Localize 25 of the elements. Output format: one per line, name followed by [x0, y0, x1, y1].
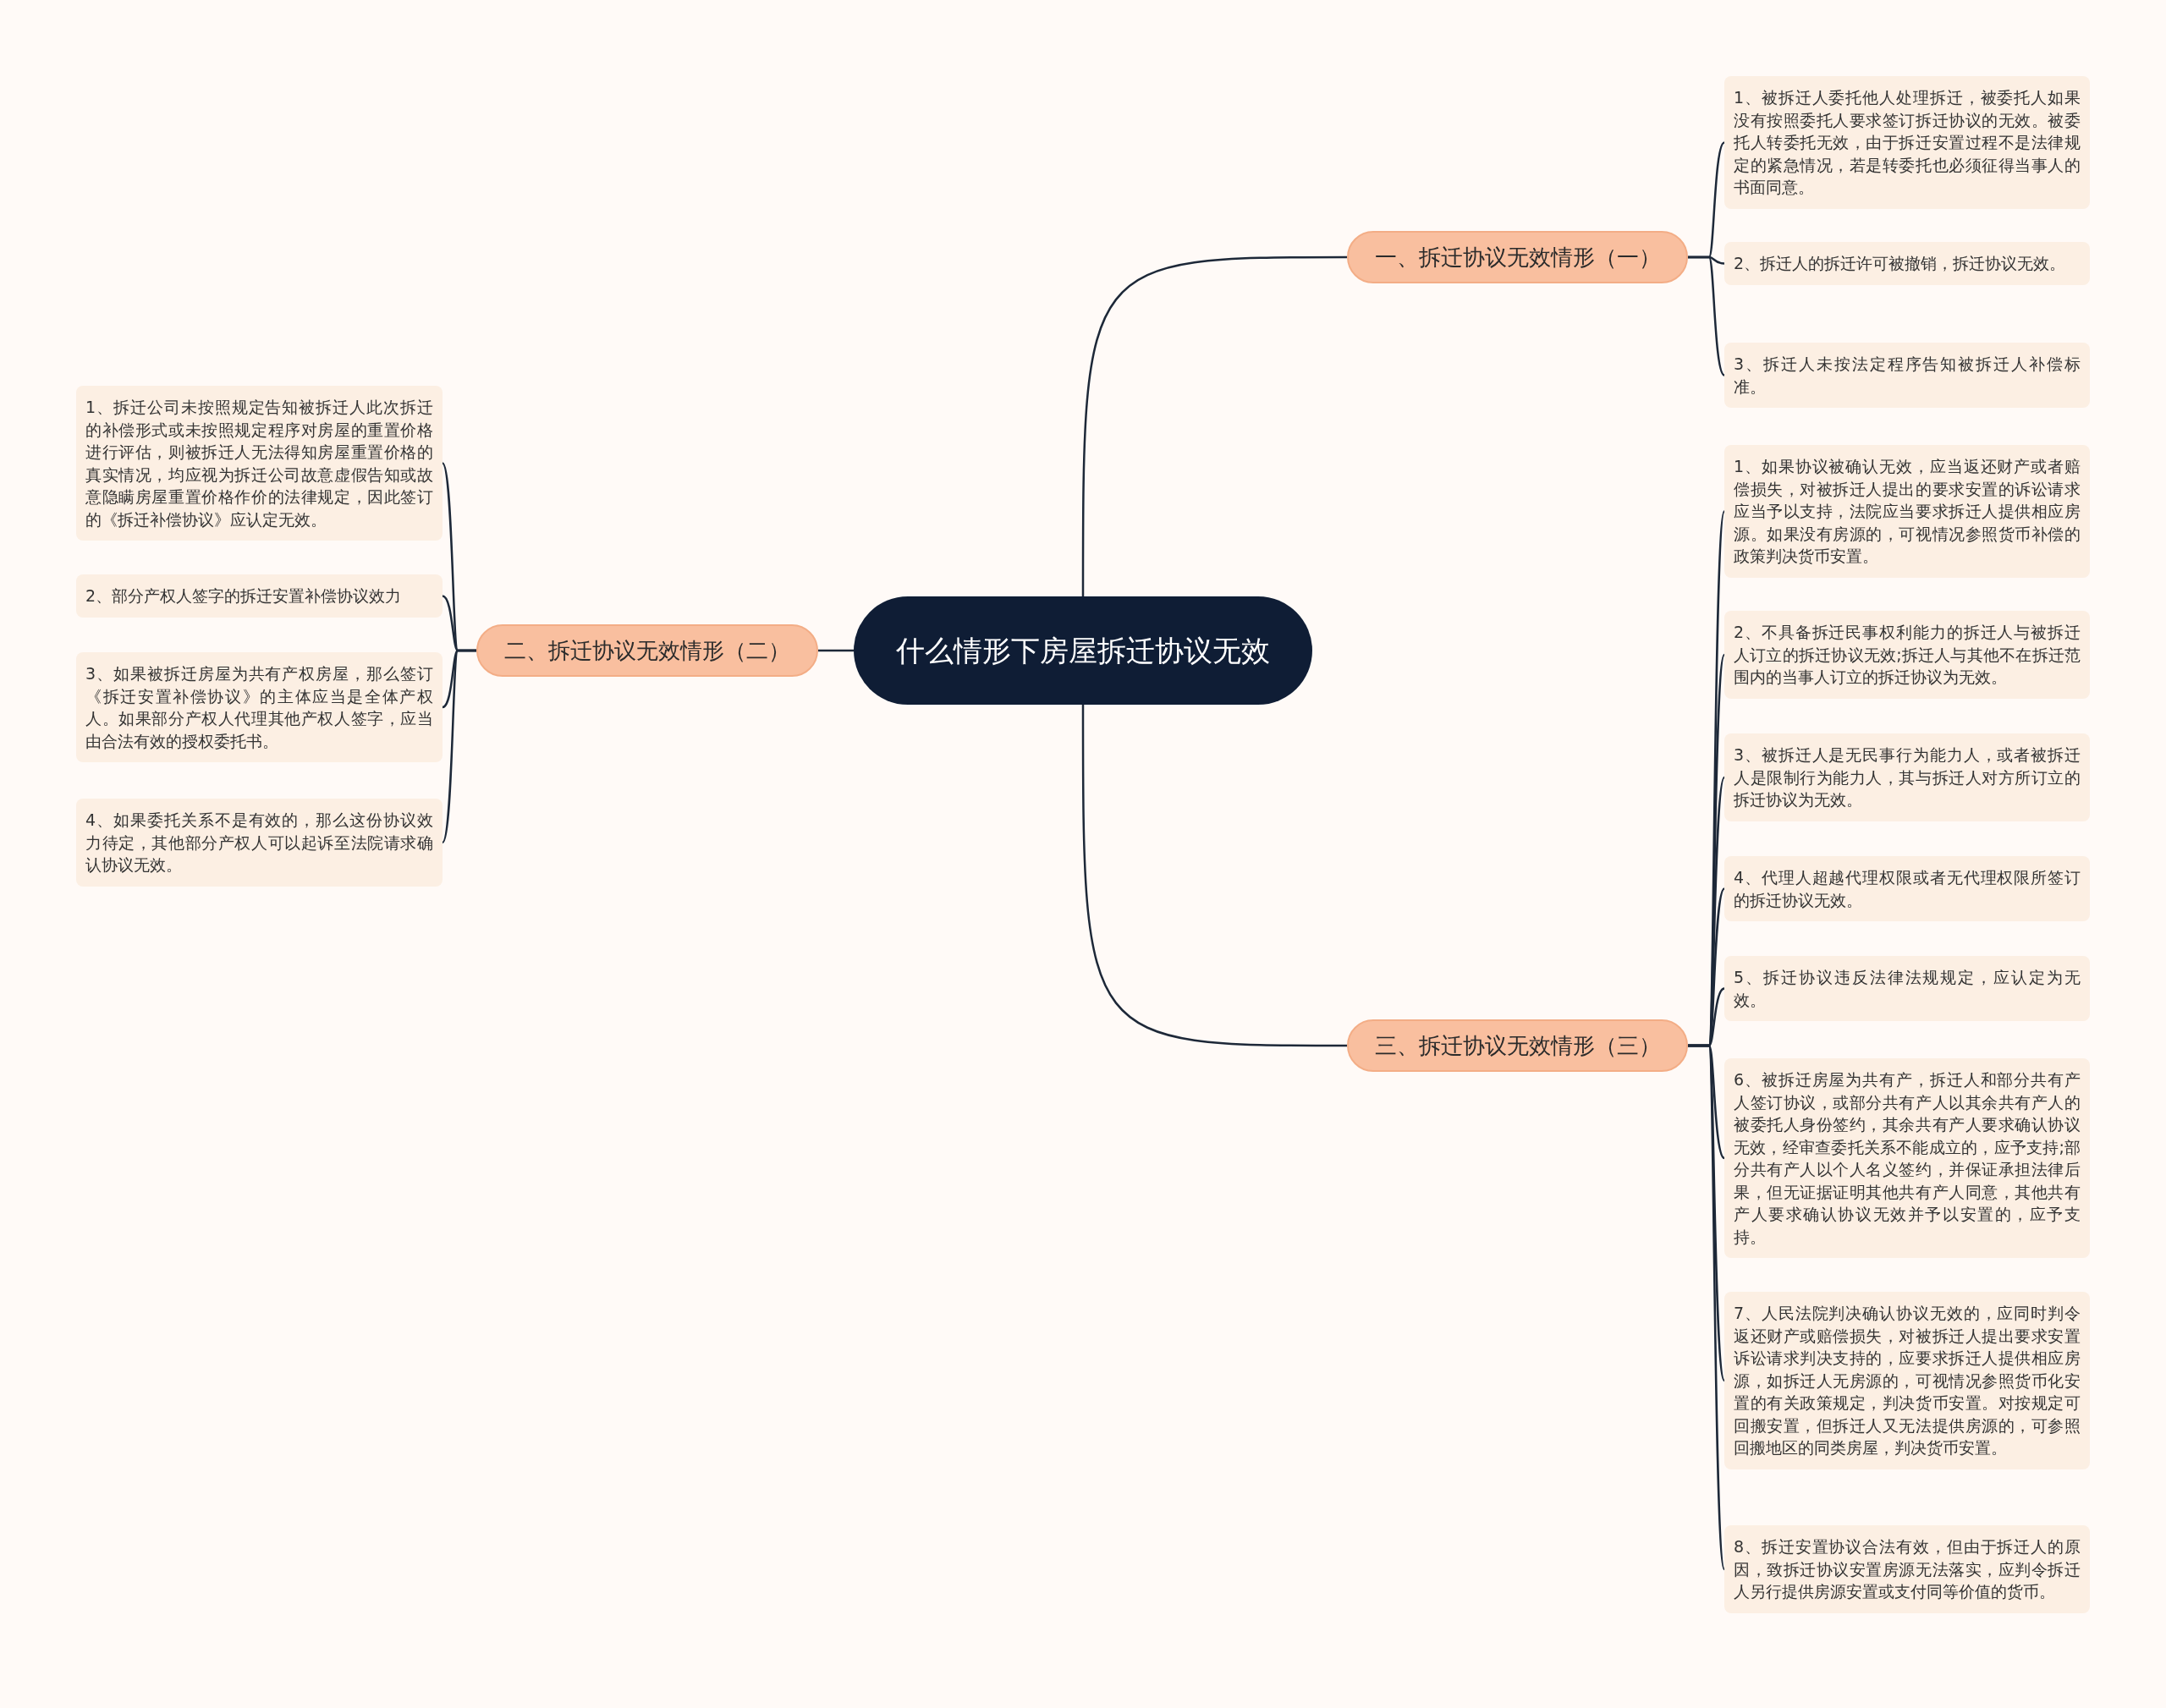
leaf-note: 2、部分产权人签字的拆迁安置补偿协议效力: [76, 574, 443, 618]
leaf-note: 1、如果协议被确认无效，应当返还财产或者赔偿损失，对被拆迁人提出的要求安置的诉讼请求应当予以支持，法院应当要求拆迁人提供相应房源。如果没有房源的，可视情况参照货币补偿的政策判决货币安置。: [1724, 445, 2090, 578]
leaf-note: 4、代理人超越代理权限或者无代理权限所签订的拆迁协议无效。: [1724, 856, 2090, 921]
connector-line: [1688, 1044, 1726, 1570]
connector-line: [441, 649, 476, 843]
leaf-note: 3、被拆迁人是无民事行为能力人，或者被拆迁人是限制行为能力人，其与拆迁人对方所订立的拆迁协议为无效。: [1724, 733, 2090, 821]
branch-topic: 一、拆迁协议无效情形（一）: [1347, 231, 1688, 283]
connector-line: [1081, 705, 1347, 1047]
central-topic: 什么情形下房屋拆迁协议无效: [854, 596, 1312, 705]
connector-line: [818, 649, 854, 652]
leaf-note: 3、如果被拆迁房屋为共有产权房屋，那么签订《拆迁安置补偿协议》的主体应当是全体产权人。如果部分产权人代理其他产权人签字，应当由合法有效的授权委托书。: [76, 652, 443, 762]
leaf-note: 5、拆迁协议违反法律法规规定，应认定为无效。: [1724, 956, 2090, 1021]
leaf-note: 4、如果委托关系不是有效的，那么这份协议效力待定，其他部分产权人可以起诉至法院请求确认协议无效。: [76, 799, 443, 887]
branch-topic: 二、拆迁协议无效情形（二）: [476, 624, 818, 677]
connector-line: [1081, 255, 1347, 596]
connector-line: [1688, 255, 1725, 376]
leaf-note: 6、被拆迁房屋为共有产，拆迁人和部分共有产人签订协议，或部分共有产人以其余共有产人的被委托人身份签约，其余共有产人要求确认协议无效，经审查委托关系不能成立的，应予支持;部分共有产人以个人名义签约，并保证承担法律后果，但无证据证明其他共有产人同意，其他共有产人要求确认协议无效并予以安置的，应予支持。: [1724, 1058, 2090, 1258]
leaf-note: 8、拆迁安置协议合法有效，但由于拆迁人的原因，致拆迁协议安置房源无法落实，应判令拆迁人另行提供房源安置或支付同等价值的货币。: [1724, 1525, 2090, 1613]
branch-topic: 三、拆迁协议无效情形（三）: [1347, 1019, 1688, 1072]
leaf-note: 2、不具备拆迁民事权利能力的拆迁人与被拆迁人订立的拆迁协议无效;拆迁人与其他不在拆迁范围内的当事人订立的拆迁协议为无效。: [1724, 611, 2090, 699]
leaf-note: 2、拆迁人的拆迁许可被撤销，拆迁协议无效。: [1724, 242, 2090, 285]
leaf-note: 7、人民法院判决确认协议无效的，应同时判令返还财产或赔偿损失，对被拆迁人提出要求安置诉讼请求判决支持的，应要求拆迁人提供相应房源，如拆迁人无房源的，可视情况参照货币化安置的有关政策规定，判决货币安置。对按规定可回搬安置，但拆迁人又无法提供房源的，可参照回搬地区的同类房屋，判决货币安置。: [1724, 1292, 2090, 1469]
leaf-note: 3、拆迁人未按法定程序告知被拆迁人补偿标准。: [1724, 343, 2090, 408]
leaf-note: 1、被拆迁人委托他人处理拆迁，被委托人如果没有按照委托人要求签订拆迁协议的无效。被委托人转委托无效，由于拆迁安置过程不是法律规定的紧急情况，若是转委托也必须征得当事人的书面同意。: [1724, 76, 2090, 209]
leaf-note: 1、拆迁公司未按照规定告知被拆迁人此次拆迁的补偿形式或未按照规定程序对房屋的重置价格进行评估，则被拆迁人无法得知房屋重置价格的真实情况，均应视为拆迁公司故意虚假告知或故意隐瞒房屋重置价格作价的法律规定，因此签订的《拆迁补偿协议》应认定无效。: [76, 386, 443, 541]
